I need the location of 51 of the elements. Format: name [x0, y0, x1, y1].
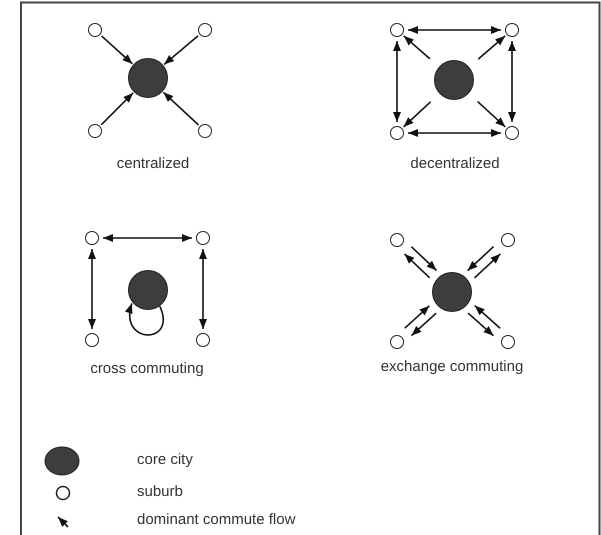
arrow	[403, 101, 432, 128]
arrow	[467, 246, 494, 272]
core-city-circle	[128, 270, 168, 310]
arrow	[100, 92, 134, 126]
arrow	[404, 305, 430, 329]
suburb-circle	[198, 124, 212, 138]
arrow	[403, 35, 430, 60]
suburb-circle	[196, 333, 210, 347]
suburb-circle	[196, 231, 210, 245]
suburb-circle	[198, 23, 212, 37]
arrow	[164, 35, 199, 66]
diagram-caption: cross commuting	[90, 360, 204, 377]
diagram-caption: centralized	[116, 155, 190, 172]
suburb-circle	[505, 126, 519, 140]
arrow	[508, 41, 516, 122]
suburb-circle	[390, 335, 404, 349]
arrow	[474, 253, 501, 279]
suburb-circle	[390, 23, 404, 37]
suburb-circle	[501, 335, 515, 349]
arrow	[474, 304, 501, 329]
arrow	[410, 246, 438, 272]
arrow	[101, 35, 133, 64]
suburb-circle	[88, 124, 102, 138]
suburb-circle	[501, 233, 515, 247]
suburb-circle	[85, 333, 99, 347]
legend-label: suburb	[137, 483, 183, 500]
arrow	[468, 312, 494, 336]
arrow	[478, 35, 506, 60]
arrow	[408, 26, 501, 34]
diagram-caption: decentralized	[410, 155, 500, 172]
suburb-circle	[85, 231, 99, 245]
arrow	[103, 234, 192, 242]
arrow	[162, 92, 199, 126]
suburb-circle	[390, 126, 404, 140]
arrow	[408, 129, 501, 137]
legend-label: core city	[137, 451, 193, 468]
arrow	[199, 249, 207, 329]
legend-label: dominant commute flow	[137, 511, 296, 528]
diagram-caption: exchange commuting	[380, 358, 524, 375]
suburb-circle	[505, 23, 519, 37]
arrow	[410, 312, 437, 336]
arrow	[404, 253, 430, 278]
loop-arrow	[126, 303, 164, 336]
core-city-circle	[434, 60, 474, 100]
suburb-circle	[88, 23, 102, 37]
arrow	[393, 41, 401, 122]
arrow	[477, 101, 506, 128]
core-city-circle	[128, 58, 168, 98]
core-city-circle	[432, 272, 472, 312]
suburb-circle	[390, 233, 404, 247]
arrow	[88, 249, 96, 329]
